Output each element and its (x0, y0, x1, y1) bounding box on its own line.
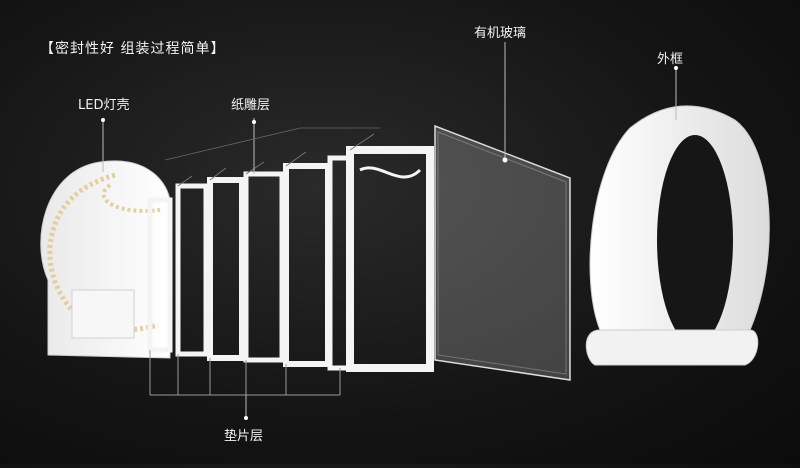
driver-box (71, 289, 135, 339)
label-paper-layer: 纸雕层 (231, 98, 271, 113)
led-strip (47, 172, 159, 333)
paper-layer-frame (283, 151, 331, 367)
paper-layer-frame (207, 167, 245, 361)
label-spacer-layer: 垫片层 (224, 429, 264, 444)
diagram-title: 【密封性好 组装过程简单】 (40, 41, 226, 57)
paper-layer-frame (346, 133, 434, 372)
frame-stack (147, 118, 434, 420)
spacer-frame (175, 175, 209, 357)
led-shell (40, 118, 171, 359)
label-acrylic-glass: 有机玻璃 (474, 26, 527, 41)
label-led-shell: LED灯壳 (78, 98, 130, 113)
outer-frame (585, 66, 770, 366)
spacer-frame (147, 197, 173, 353)
acrylic-glass-panel (434, 42, 571, 381)
spacer-frame (243, 161, 285, 363)
label-outer-frame: 外框 (657, 52, 684, 67)
